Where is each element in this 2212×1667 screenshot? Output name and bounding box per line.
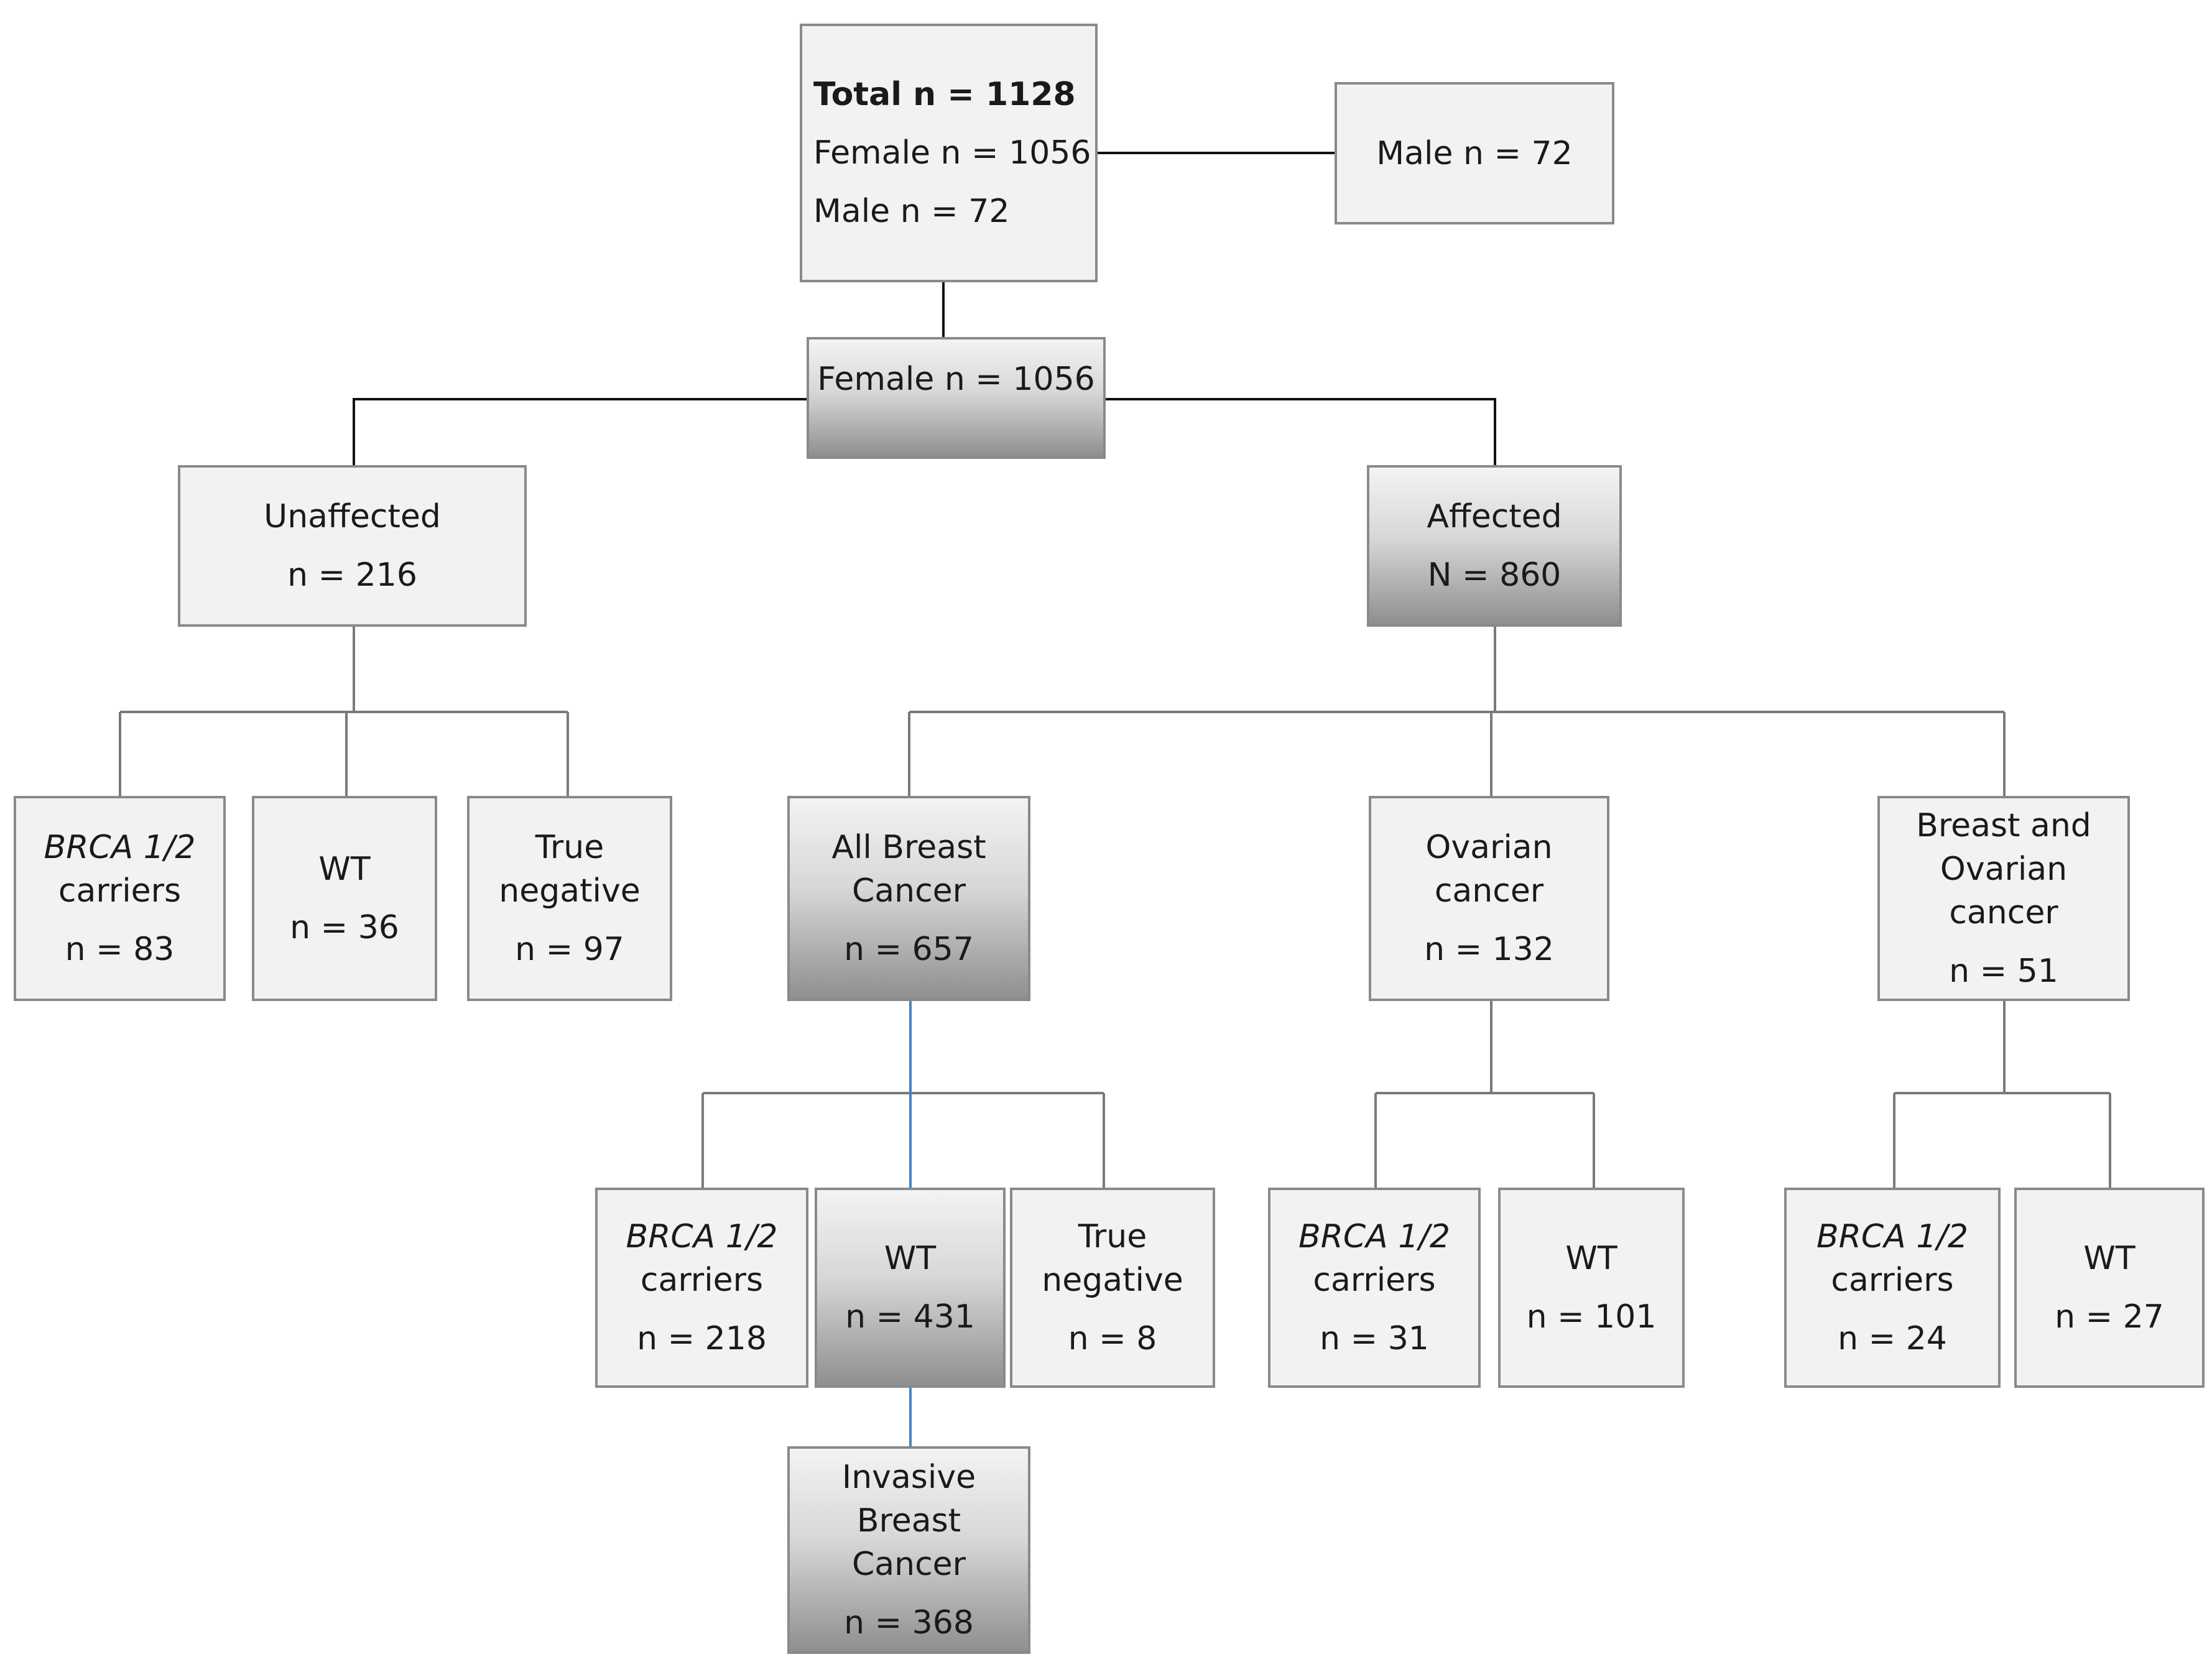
male-box: Male n = 72 [1335, 82, 1614, 224]
breast-brca-line2: carriers [640, 1262, 764, 1299]
both-brca-count: n = 24 [1838, 1320, 1947, 1357]
breast-brca-box: BRCA 1/2 carriers n = 218 [595, 1188, 808, 1388]
both-wt-box: WT n = 27 [2014, 1188, 2205, 1388]
affected-box: Affected N = 860 [1367, 465, 1622, 627]
unaffected-wt-line1: WT [318, 851, 371, 888]
invasive-line3: Cancer [851, 1546, 966, 1583]
unaffected-tn-line1: True [535, 829, 604, 866]
ovarian-line2: cancer [1434, 872, 1544, 910]
unaffected-tn-box: True negative n = 97 [467, 796, 672, 1001]
all-breast-line1: All Breast [831, 829, 986, 866]
both-brca-line1: BRCA 1/2 [1816, 1218, 1968, 1255]
unaffected-count: n = 216 [287, 556, 417, 594]
both-brca-box: BRCA 1/2 carriers n = 24 [1784, 1188, 2001, 1388]
unaffected-wt-box: WT n = 36 [252, 796, 437, 1001]
invasive-count: n = 368 [844, 1604, 974, 1642]
breast-wt-line1: WT [884, 1240, 937, 1277]
female-label: Female n = 1056 [817, 361, 1095, 398]
unaffected-brca-count: n = 83 [65, 931, 175, 968]
breast-brca-count: n = 218 [637, 1320, 767, 1357]
breast-tn-count: n = 8 [1068, 1320, 1157, 1357]
ovarian-wt-box: WT n = 101 [1498, 1188, 1685, 1388]
both-brca-line2: carriers [1831, 1262, 1954, 1299]
ovarian-brca-box: BRCA 1/2 carriers n = 31 [1268, 1188, 1481, 1388]
all-breast-line2: Cancer [851, 872, 966, 910]
ovarian-box: Ovarian cancer n = 132 [1369, 796, 1609, 1001]
affected-count: N = 860 [1427, 556, 1562, 594]
ovarian-brca-count: n = 31 [1320, 1320, 1429, 1357]
invasive-box: Invasive Breast Cancer n = 368 [787, 1446, 1030, 1654]
total-label: Total n = 1128 [813, 76, 1076, 113]
unaffected-box: Unaffected n = 216 [178, 465, 527, 627]
ovarian-count: n = 132 [1424, 931, 1554, 968]
breast-ovarian-box: Breast and Ovarian cancer n = 51 [1877, 796, 2130, 1001]
breast-ovarian-line3: cancer [1949, 894, 2058, 931]
total-female-label: Female n = 1056 [813, 134, 1091, 172]
breast-wt-count: n = 431 [845, 1298, 975, 1336]
total-male-label: Male n = 72 [813, 193, 1010, 230]
breast-ovarian-line1: Breast and [1916, 807, 2091, 844]
unaffected-brca-box: BRCA 1/2 carriers n = 83 [14, 796, 226, 1001]
breast-ovarian-count: n = 51 [1949, 953, 2058, 990]
invasive-line2: Breast [856, 1502, 961, 1540]
unaffected-brca-line1: BRCA 1/2 [44, 829, 196, 866]
invasive-line1: Invasive [841, 1459, 976, 1496]
edge-female-affected [1104, 398, 1496, 465]
ovarian-wt-line1: WT [1565, 1240, 1617, 1277]
ovarian-brca-line1: BRCA 1/2 [1298, 1218, 1450, 1255]
affected-title: Affected [1427, 498, 1562, 535]
both-wt-count: n = 27 [2055, 1298, 2164, 1336]
breast-brca-line1: BRCA 1/2 [626, 1218, 778, 1255]
both-wt-line1: WT [2083, 1240, 2136, 1277]
total-box: Total n = 1128 Female n = 1056 Male n = … [800, 24, 1098, 282]
unaffected-title: Unaffected [264, 498, 441, 535]
unaffected-tn-count: n = 97 [515, 931, 624, 968]
breast-tn-line2: negative [1042, 1262, 1183, 1299]
breast-wt-box: WT n = 431 [815, 1188, 1006, 1388]
ovarian-wt-count: n = 101 [1526, 1298, 1657, 1336]
unaffected-tn-line2: negative [499, 872, 641, 910]
female-box: Female n = 1056 [807, 337, 1106, 459]
ovarian-brca-line2: carriers [1313, 1262, 1436, 1299]
breast-tn-line1: True [1078, 1218, 1147, 1255]
breast-tn-box: True negative n = 8 [1010, 1188, 1215, 1388]
unaffected-wt-count: n = 36 [290, 909, 399, 946]
ovarian-line1: Ovarian [1425, 829, 1553, 866]
breast-ovarian-line2: Ovarian [1940, 851, 2068, 888]
unaffected-brca-line2: carriers [58, 872, 182, 910]
edge-female-unaffected [353, 398, 807, 465]
male-label: Male n = 72 [1376, 134, 1573, 172]
all-breast-count: n = 657 [844, 931, 974, 968]
all-breast-box: All Breast Cancer n = 657 [787, 796, 1030, 1001]
